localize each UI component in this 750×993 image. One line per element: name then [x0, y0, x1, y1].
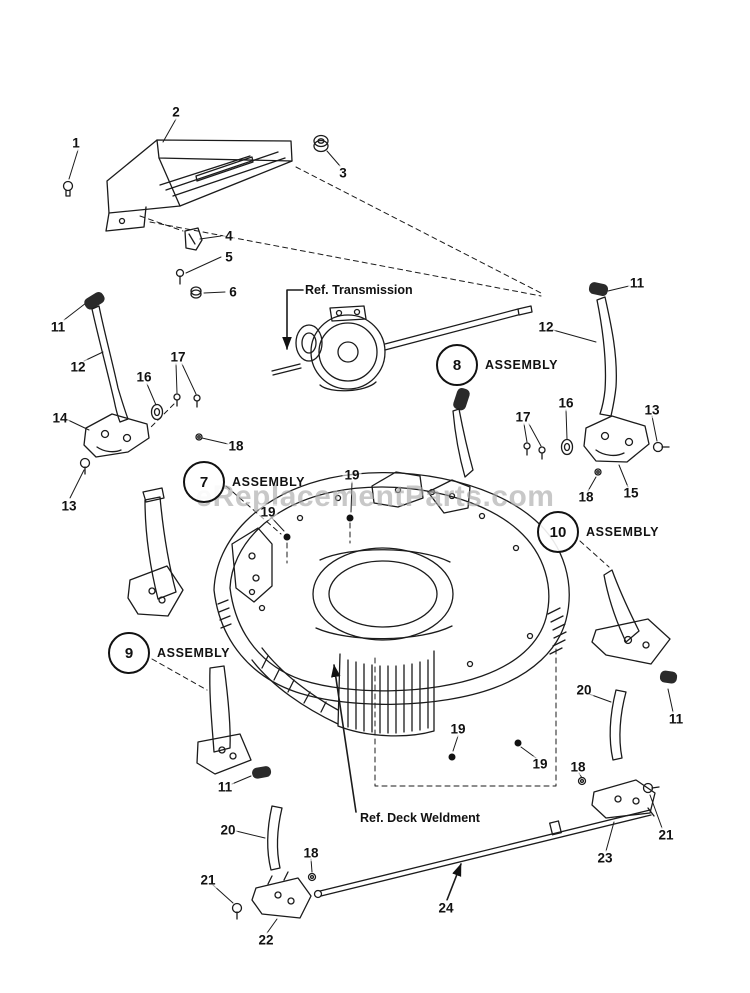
callout-6: 6 — [227, 284, 239, 300]
ref-arrows — [282, 289, 462, 901]
transmission-drawing — [271, 305, 533, 392]
callout-2: 2 — [170, 104, 182, 120]
callout-14: 14 — [50, 410, 70, 426]
nut-6-drawing — [190, 286, 202, 299]
callout-13-right: 13 — [642, 402, 662, 418]
callout-16-right: 16 — [556, 395, 576, 411]
callout-11-upper-right: 11 — [627, 275, 647, 291]
assembly-8-number: 8 — [452, 356, 462, 374]
assembly-8-lever-drawing — [452, 387, 474, 478]
callout-20-left: 20 — [218, 822, 238, 838]
assembly-7-label: ASSEMBLY — [232, 475, 306, 489]
assembly-9-group: 9 ASSEMBLY — [108, 632, 230, 674]
assembly-9-circle: 9 — [108, 632, 150, 674]
callout-18-lower-right: 18 — [568, 759, 588, 775]
callout-19-rear-right: 19 — [342, 467, 362, 483]
right-upper-lever-drawing — [523, 282, 670, 476]
bolt-1-drawing — [62, 180, 74, 197]
assembly-7-number: 7 — [199, 473, 209, 491]
callout-1: 1 — [70, 135, 82, 151]
clip-4-drawing — [184, 227, 203, 251]
callout-23: 23 — [595, 850, 615, 866]
assembly-9-label: ASSEMBLY — [157, 646, 231, 660]
ref-deck-weldment-label: Ref. Deck Weldment — [360, 811, 480, 825]
callout-18-left: 18 — [226, 438, 246, 454]
assembly-10-number: 10 — [549, 523, 567, 541]
assembly-10-group: 10 ASSEMBLY — [537, 511, 659, 553]
callout-5: 5 — [223, 249, 235, 265]
assembly-7-lever-drawing — [127, 487, 184, 617]
callout-19-front-left: 19 — [448, 721, 468, 737]
callout-21-left: 21 — [198, 872, 218, 888]
callout-12-right: 12 — [536, 319, 556, 335]
callout-11-lower-right: 11 — [666, 711, 686, 727]
assembly-10-lever-drawing — [591, 569, 671, 665]
callout-17-left: 17 — [168, 349, 188, 365]
callout-21-right: 21 — [656, 827, 676, 843]
callout-19-front-right: 19 — [530, 756, 550, 772]
callout-18-lower-left: 18 — [301, 845, 321, 861]
bolt-19-drawings — [283, 514, 522, 761]
assembly-8-group: 8 ASSEMBLY — [436, 344, 558, 386]
dashed-leader-lines — [139, 166, 610, 787]
right-lower-parts-drawing — [577, 670, 678, 819]
bolt-5-drawing — [175, 268, 185, 285]
callout-18-right: 18 — [576, 489, 596, 505]
assembly-10-circle: 10 — [537, 511, 579, 553]
assembly-9-number: 9 — [124, 644, 134, 662]
callout-22: 22 — [256, 932, 276, 948]
callout-16-left: 16 — [134, 369, 154, 385]
callout-4: 4 — [223, 228, 235, 244]
nut-3-drawing — [313, 134, 329, 153]
ref-transmission-label: Ref. Transmission — [305, 283, 413, 297]
callout-20-right: 20 — [574, 682, 594, 698]
leader-lines — [63, 118, 674, 934]
assembly-10-label: ASSEMBLY — [586, 525, 660, 539]
callout-24: 24 — [436, 900, 456, 916]
rod-24-drawing — [313, 807, 655, 899]
callout-17-right: 17 — [513, 409, 533, 425]
left-upper-lever-drawing — [79, 291, 203, 475]
callout-11-lower-left: 11 — [215, 779, 235, 795]
callout-19-rear-left: 19 — [258, 504, 278, 520]
baffle-2-drawing — [105, 139, 293, 232]
assembly-7-circle: 7 — [183, 461, 225, 503]
assembly-9-lever-drawing — [196, 665, 272, 779]
left-lower-parts-drawing — [231, 805, 317, 920]
callout-11-upper-left: 11 — [48, 319, 68, 335]
deck-drawing — [213, 471, 570, 737]
callout-15: 15 — [621, 485, 641, 501]
callout-3: 3 — [337, 165, 349, 181]
callout-13-left: 13 — [59, 498, 79, 514]
assembly-8-circle: 8 — [436, 344, 478, 386]
assembly-7-group: 7 ASSEMBLY — [183, 461, 305, 503]
callout-12-left: 12 — [68, 359, 88, 375]
assembly-8-label: ASSEMBLY — [485, 358, 559, 372]
